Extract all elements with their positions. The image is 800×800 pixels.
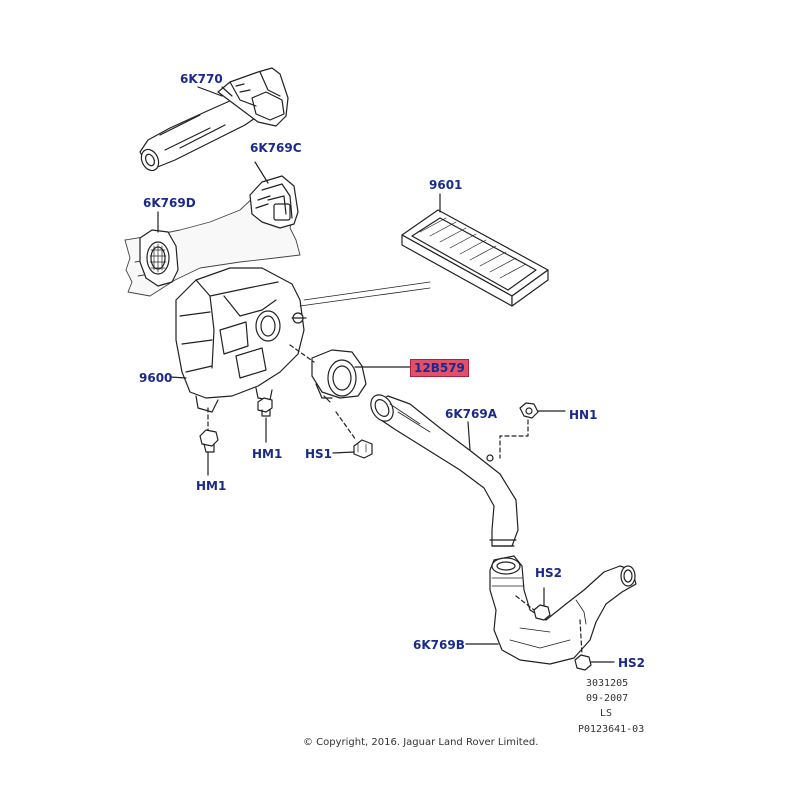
upper-intake-duct: [139, 67, 289, 172]
meta-line-3: LS: [600, 708, 613, 719]
meta-line-4: P0123641-03: [578, 724, 645, 735]
resonator-c: [249, 175, 299, 229]
label-hm1-right: HM1: [252, 447, 283, 461]
label-9601: 9601: [429, 178, 463, 192]
nut-hn1: [519, 402, 539, 419]
copyright-notice: © Copyright, 2016. Jaguar Land Rover Lim…: [303, 737, 539, 748]
label-6k769c: 6K769C: [250, 141, 302, 155]
maf-sensor: [311, 349, 367, 403]
duct-a: [370, 394, 519, 547]
label-6k769a: 6K769A: [445, 407, 497, 421]
label-6k769b: 6K769B: [413, 638, 465, 652]
label-hs2-upper: HS2: [535, 566, 563, 580]
mount-hm1-left: [199, 429, 219, 453]
screw-hs2-lower: [574, 654, 592, 671]
resonator-d: [139, 229, 179, 287]
duct-b: [489, 555, 637, 665]
meta-line-2: 09-2007: [586, 693, 629, 704]
mount-hm1-right: [257, 397, 273, 417]
label-9600: 9600: [139, 371, 173, 385]
label-hs2-lower: HS2: [618, 656, 646, 670]
label-hs1: HS1: [305, 447, 333, 461]
screw-hs1: [353, 439, 373, 459]
meta-line-1: 3031205: [586, 678, 629, 689]
label-hn1: HN1: [569, 408, 598, 422]
label-6k770: 6K770: [180, 72, 223, 86]
screw-hs2-upper: [533, 604, 551, 621]
air-filter-element: [401, 209, 549, 307]
label-hm1-left: HM1: [196, 479, 227, 493]
air-box: [175, 267, 307, 413]
label-12b579: 12B579: [410, 359, 469, 377]
label-6k769d: 6K769D: [143, 196, 196, 210]
